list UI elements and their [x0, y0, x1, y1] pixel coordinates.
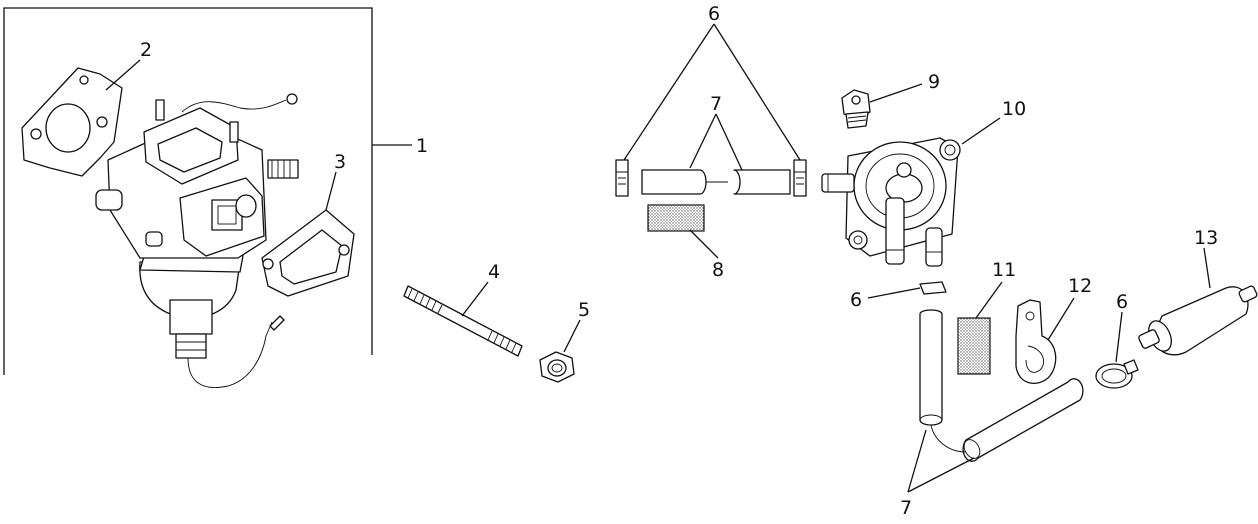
- gasket-3: [261, 209, 355, 297]
- hose-clamp-6-spring: [1095, 359, 1139, 389]
- hose-clip-12: [1015, 299, 1057, 384]
- callout-12: 12: [1068, 275, 1092, 297]
- callout-2: 2: [140, 39, 152, 61]
- callout-11: 11: [992, 259, 1016, 281]
- plug-9: [841, 89, 871, 129]
- fuel-hose-7-vertical: [919, 309, 943, 426]
- fuel-hose-7-diagonal: [930, 378, 1084, 462]
- callout-6-mid: 6: [850, 289, 862, 311]
- filter-element-8: [647, 204, 705, 232]
- leader-lines: [105, 23, 1211, 493]
- hose-clamp-6-right: [793, 159, 807, 197]
- filter-element-11: [957, 317, 991, 375]
- callout-13: 13: [1194, 227, 1218, 249]
- callout-10: 10: [1002, 98, 1026, 120]
- hose-clamp-6-small: [919, 281, 947, 295]
- callout-3: 3: [334, 151, 346, 173]
- callout-7-top: 7: [710, 93, 722, 115]
- hose-clamp-6-left: [615, 159, 629, 197]
- carburetor-gasket-2: [21, 67, 123, 177]
- fuel-hose-7-top: [641, 169, 791, 195]
- callout-6-top: 6: [708, 3, 720, 25]
- fuel-filter-13: [1138, 285, 1258, 356]
- assembly-bracket: [3, 7, 373, 375]
- callout-9: 9: [928, 71, 940, 93]
- callout-8: 8: [712, 259, 724, 281]
- callout-6-right: 6: [1116, 291, 1128, 313]
- callout-5: 5: [578, 299, 590, 321]
- carburetor-assembly-1: [95, 93, 299, 388]
- fuel-pump-10: [821, 137, 961, 267]
- stud-4: [403, 285, 523, 357]
- callout-1: 1: [416, 135, 428, 157]
- callout-7-bottom: 7: [900, 497, 912, 519]
- hex-nut-5: [539, 351, 575, 383]
- callout-4: 4: [488, 261, 500, 283]
